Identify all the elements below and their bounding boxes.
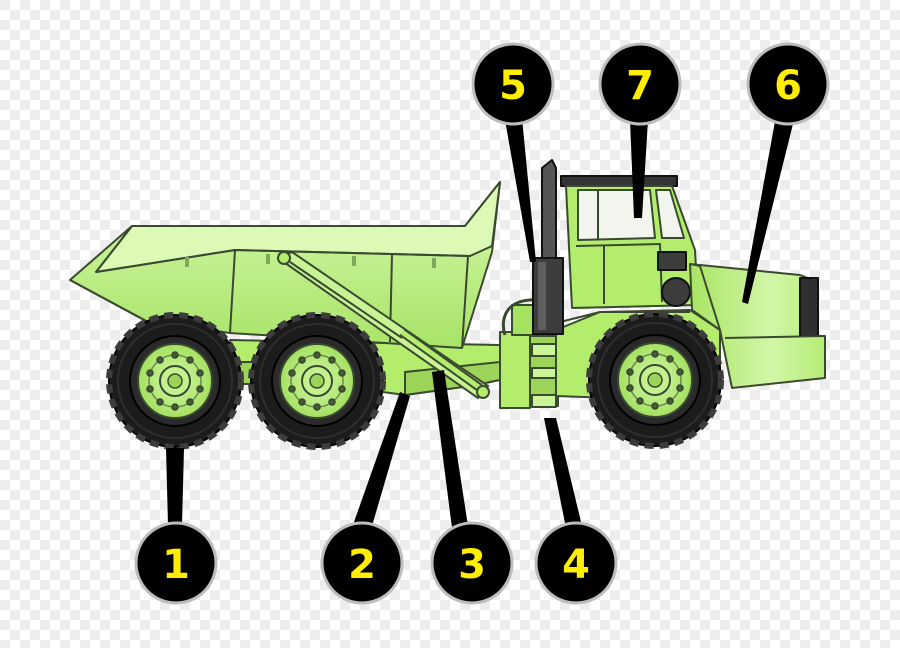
- callout-number: 6: [774, 63, 802, 109]
- callout-number: 4: [562, 542, 590, 588]
- callout-5[interactable]: 5: [471, 42, 555, 262]
- callout-4[interactable]: 4: [534, 418, 618, 605]
- middle-wheel: [251, 315, 383, 447]
- callout-number: 2: [348, 542, 376, 588]
- truck: [69, 159, 826, 447]
- callout-number: 7: [626, 63, 654, 109]
- callout-number: 1: [162, 542, 190, 588]
- engine-hood: [689, 263, 826, 389]
- callout-number: 3: [458, 542, 486, 588]
- front-wheel: [589, 314, 721, 446]
- callout-6[interactable]: 6: [742, 42, 830, 304]
- operator-cab: [560, 175, 699, 309]
- callout-number: 5: [499, 63, 527, 109]
- exhaust-stack: [532, 159, 564, 335]
- callout-7[interactable]: 7: [598, 42, 682, 218]
- hoist-cylinder: [277, 251, 490, 399]
- callouts: 1 2 3 4 5 7: [134, 42, 830, 605]
- callout-1[interactable]: 1: [134, 448, 218, 605]
- callout-3[interactable]: 3: [430, 370, 514, 605]
- rear-wheel: [109, 315, 241, 447]
- callout-2[interactable]: 2: [320, 392, 410, 605]
